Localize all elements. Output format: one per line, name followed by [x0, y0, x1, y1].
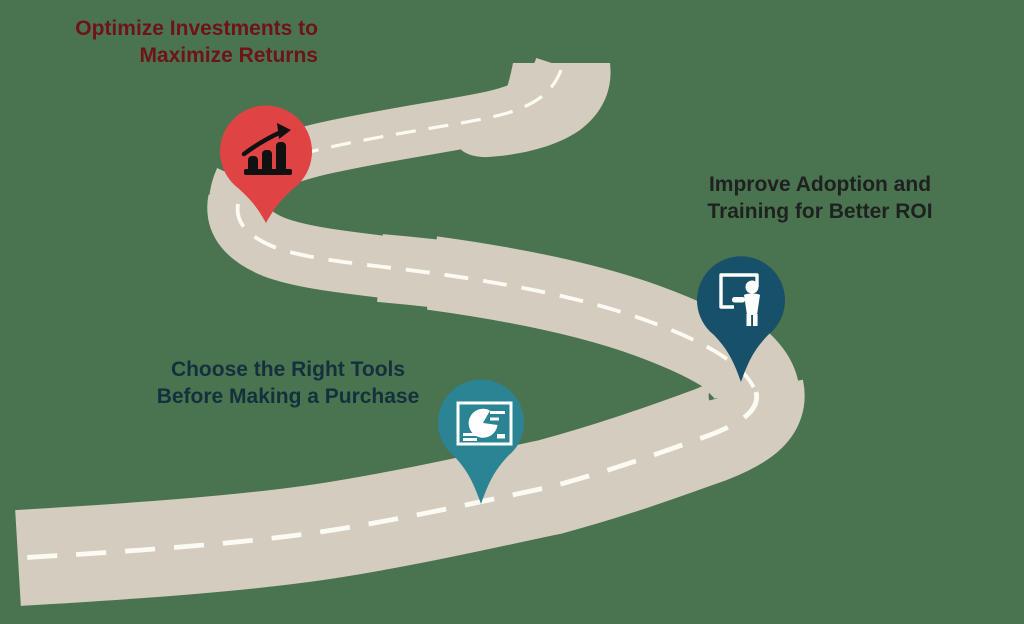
milestone-pin-1 [220, 105, 312, 223]
arrow-head [277, 123, 291, 139]
person-body [744, 293, 760, 315]
arrow-curve [241, 129, 284, 157]
bar-chart-growth-icon [241, 123, 292, 175]
training-presentation-icon [719, 273, 760, 326]
milestone-pin-2 [438, 379, 524, 504]
milestone-label-3-line2: Training for Better ROI [707, 200, 933, 223]
road-end-flare [457, 63, 611, 158]
slide-line-3 [463, 433, 477, 436]
road [15, 56, 805, 606]
milestone-label-1-line2: Maximize Returns [139, 44, 318, 67]
person-leg-left [746, 314, 752, 326]
milestone-label-2-line2: Before Making a Purchase [156, 385, 420, 408]
pie-chart [468, 408, 498, 438]
milestone-label-2-line1: Choose the Right Tools [170, 358, 406, 381]
person-head [745, 280, 759, 294]
slide-line-4 [463, 438, 477, 441]
pin-shape [697, 256, 785, 382]
milestone-label-3: Improve Adoption and Training for Better… [690, 171, 950, 225]
slide-line-2 [490, 417, 499, 421]
slide-outline [456, 401, 513, 446]
road-centerline-middle [235, 203, 756, 389]
milestone-label-1: Optimize Investments to Maximize Returns [75, 15, 318, 69]
milestone-pin-3 [697, 256, 785, 382]
whiteboard-outline [719, 273, 759, 309]
milestone-label-2: Choose the Right Tools Before Making a P… [147, 356, 429, 410]
milestone-label-1-line1: Optimize Investments to [75, 17, 318, 40]
milestone-label-3-line1: Improve Adoption and [708, 173, 932, 196]
pie-chart-slide-icon [456, 401, 513, 446]
slide-line-5 [497, 434, 505, 439]
road-centerline-bottom [17, 391, 760, 561]
person-leg-right [753, 314, 758, 326]
slide-line-1 [490, 411, 505, 414]
person-arm [732, 297, 745, 303]
